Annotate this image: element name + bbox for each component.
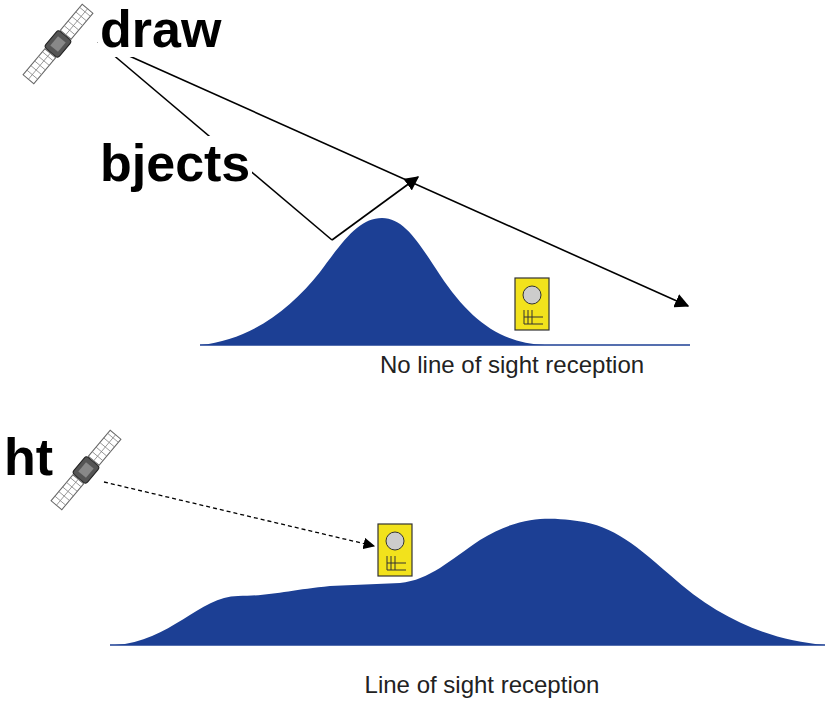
panel-caption: Line of sight reception [363,672,602,697]
mountain [115,519,825,645]
slide-text-fragment: ht [2,430,55,485]
slide-text-fragment: draw [98,2,223,57]
slide-text-fragment: bjects [98,136,252,191]
signal-ray [104,482,374,546]
mountain [200,218,545,345]
gps-receiver [515,278,549,330]
satellite [22,3,95,85]
panel-caption: No line of sight reception [378,352,646,377]
signal-ray [98,42,332,240]
gps-receiver [378,524,412,576]
satellite [50,429,123,511]
